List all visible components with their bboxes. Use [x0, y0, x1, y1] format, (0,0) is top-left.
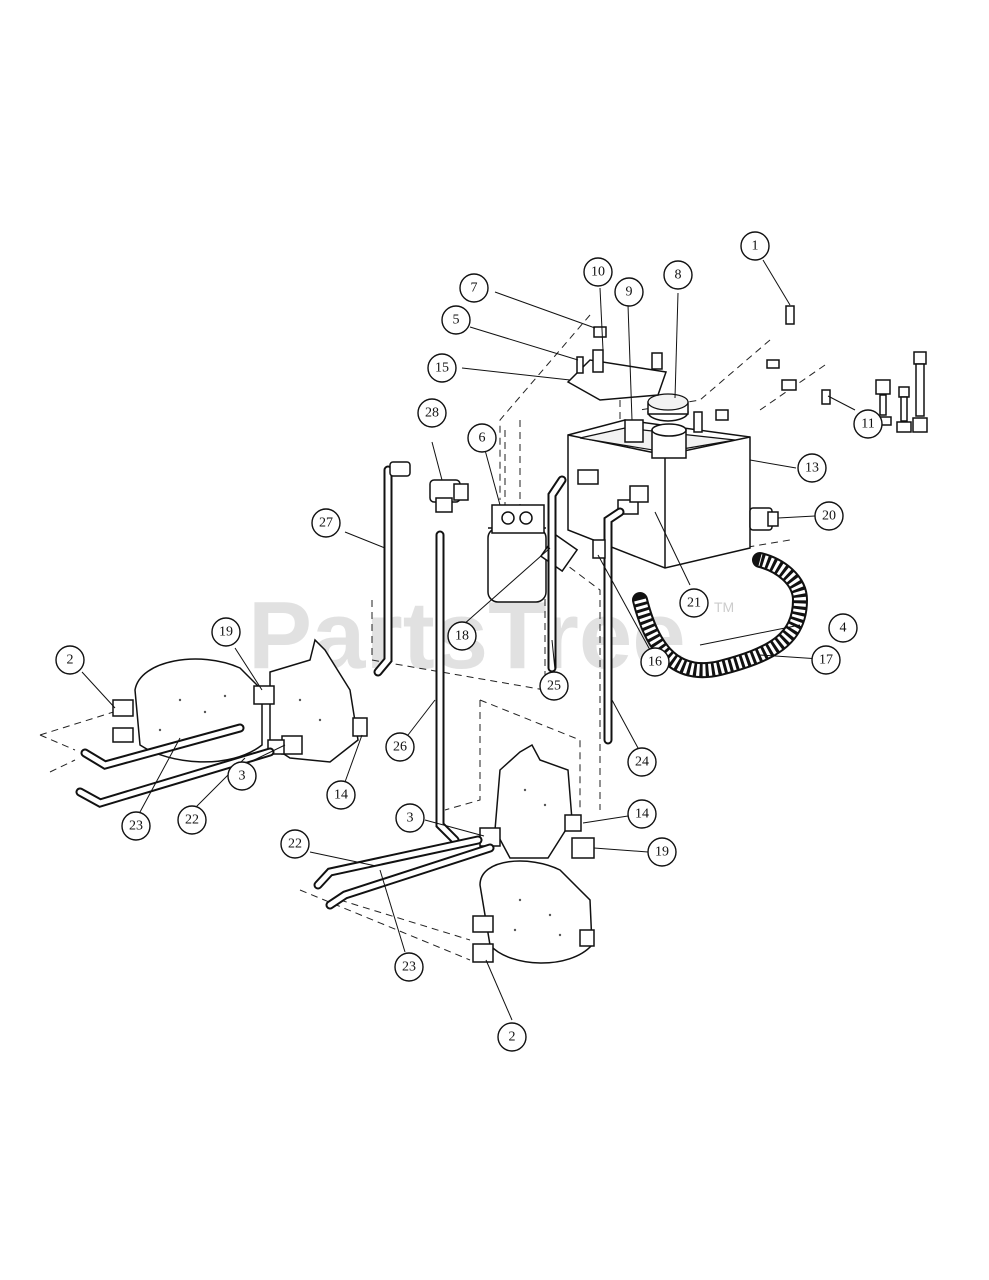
callout-5: 5 — [441, 305, 471, 335]
callout-11: 11 — [853, 409, 883, 439]
svg-text:6: 6 — [479, 431, 486, 446]
callout-2-bottom: 2 — [497, 1022, 527, 1052]
svg-text:21: 21 — [687, 596, 701, 611]
watermark-tm: TM — [714, 599, 734, 615]
callout-3-right: 3 — [395, 803, 425, 833]
hose-26 — [435, 530, 460, 845]
callout-14-right: 14 — [627, 799, 657, 829]
callout-16: 16 — [640, 647, 670, 677]
hose-25 — [547, 475, 567, 673]
callout-1: 1 — [740, 231, 770, 261]
callouts: 1 2 2 3 3 4 5 6 7 8 9 10 11 13 14 14 15 … — [55, 231, 883, 1052]
callout-14-left: 14 — [326, 780, 356, 810]
callout-2-left: 2 — [55, 645, 85, 675]
callout-23-left: 23 — [121, 811, 151, 841]
callout-28: 28 — [417, 398, 447, 428]
svg-text:11: 11 — [861, 417, 874, 432]
svg-text:14: 14 — [635, 807, 649, 822]
hydraulic-tank — [567, 393, 751, 569]
svg-text:5: 5 — [453, 313, 460, 328]
svg-text:2: 2 — [509, 1030, 516, 1045]
callout-22-left: 22 — [177, 805, 207, 835]
svg-text:16: 16 — [648, 655, 662, 670]
filter-bracket — [566, 326, 668, 401]
svg-text:7: 7 — [471, 281, 478, 296]
callout-6: 6 — [467, 423, 497, 453]
callout-27: 27 — [311, 508, 341, 538]
svg-text:24: 24 — [635, 755, 649, 770]
callout-3-left: 3 — [227, 761, 257, 791]
callout-25: 25 — [539, 671, 569, 701]
svg-text:10: 10 — [591, 265, 605, 280]
svg-text:13: 13 — [805, 461, 819, 476]
svg-text:4: 4 — [840, 621, 847, 636]
callout-26: 26 — [385, 732, 415, 762]
hose-27 — [373, 461, 411, 677]
callout-15: 15 — [427, 353, 457, 383]
callout-7: 7 — [459, 273, 489, 303]
engraving-texture — [158, 694, 562, 937]
svg-text:28: 28 — [425, 406, 439, 421]
callout-23-right: 23 — [394, 952, 424, 982]
right-pump-assembly — [313, 743, 595, 964]
left-pump-assembly — [75, 638, 368, 808]
callout-4: 4 — [828, 613, 858, 643]
callout-9: 9 — [614, 277, 644, 307]
svg-text:22: 22 — [185, 813, 199, 828]
svg-text:3: 3 — [239, 769, 246, 784]
callout-17: 17 — [811, 645, 841, 675]
callout-10: 10 — [583, 257, 613, 287]
svg-text:15: 15 — [435, 361, 449, 376]
svg-text:18: 18 — [455, 629, 469, 644]
svg-text:3: 3 — [407, 811, 414, 826]
svg-text:9: 9 — [626, 285, 633, 300]
svg-text:25: 25 — [547, 679, 561, 694]
callout-18: 18 — [447, 621, 477, 651]
svg-text:1: 1 — [752, 239, 759, 254]
callout-20: 20 — [814, 501, 844, 531]
svg-text:19: 19 — [655, 845, 669, 860]
svg-text:27: 27 — [319, 516, 333, 531]
svg-text:8: 8 — [675, 268, 682, 283]
hardware-bolts — [693, 305, 928, 433]
callout-24: 24 — [627, 747, 657, 777]
svg-text:20: 20 — [822, 509, 836, 524]
svg-text:14: 14 — [334, 788, 348, 803]
callout-19-left: 19 — [211, 617, 241, 647]
callout-22-right: 22 — [280, 829, 310, 859]
leader-lines — [81, 259, 856, 1021]
hose-16 — [592, 539, 606, 559]
svg-text:26: 26 — [393, 740, 407, 755]
svg-text:2: 2 — [67, 653, 74, 668]
fitting-20 — [749, 507, 779, 531]
hose-24 — [603, 507, 625, 745]
elbow-fitting-28 — [429, 479, 469, 513]
svg-text:22: 22 — [288, 837, 302, 852]
svg-text:19: 19 — [219, 625, 233, 640]
callout-21: 21 — [679, 588, 709, 618]
fitting-21 — [577, 469, 649, 515]
oil-filter — [487, 504, 547, 603]
svg-text:17: 17 — [819, 653, 833, 668]
svg-text:23: 23 — [129, 819, 143, 834]
callout-19-right: 19 — [647, 837, 677, 867]
callout-8: 8 — [663, 260, 693, 290]
svg-text:23: 23 — [402, 960, 416, 975]
callout-13: 13 — [797, 453, 827, 483]
